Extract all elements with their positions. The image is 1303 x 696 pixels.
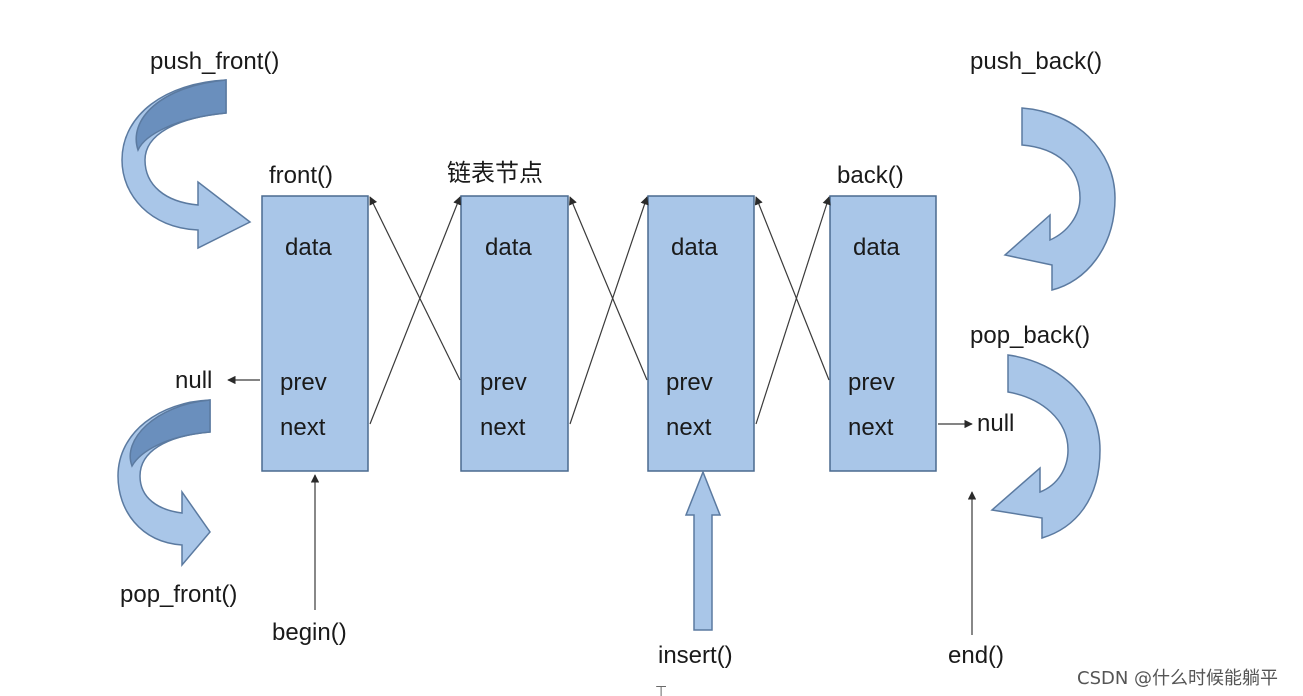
push-front-curved-arrow bbox=[121, 79, 252, 250]
link-next-1-2 bbox=[369, 196, 462, 425]
end-label: end() bbox=[948, 642, 1004, 669]
link-prev-2-1 bbox=[369, 196, 461, 381]
insert-label: insert() bbox=[658, 642, 733, 669]
pop-front-curved-arrow bbox=[117, 399, 211, 568]
watermark: CSDN @什么时候能躺平 bbox=[1077, 668, 1278, 689]
front-label: front() bbox=[269, 162, 333, 189]
link-prev-3-2 bbox=[569, 196, 648, 381]
node-1-next-field: next bbox=[280, 414, 326, 441]
node-4-box bbox=[829, 195, 937, 472]
node-2-box bbox=[460, 195, 569, 472]
link-next-3-4 bbox=[755, 196, 831, 425]
node-1-box bbox=[261, 195, 369, 472]
back-label: back() bbox=[837, 162, 904, 189]
node-1-prev-field: prev bbox=[280, 369, 327, 396]
begin-label: begin() bbox=[272, 619, 347, 646]
node-1: data prev next bbox=[261, 195, 369, 472]
node-2-prev-field: prev bbox=[480, 369, 527, 396]
node-caption-label: 链表节点 bbox=[447, 160, 543, 187]
node-3: data prev next bbox=[647, 195, 755, 472]
node-3-data-field: data bbox=[671, 234, 718, 261]
null-right-label: null bbox=[977, 410, 1014, 437]
pop-back-curved-arrow bbox=[990, 354, 1101, 540]
node-4-prev-field: prev bbox=[848, 369, 895, 396]
insert-arrow bbox=[684, 469, 722, 631]
node-2-next-field: next bbox=[480, 414, 526, 441]
node-3-prev-field: prev bbox=[666, 369, 713, 396]
node-4-next-field: next bbox=[848, 414, 894, 441]
cursor-mark: ⊤ bbox=[655, 684, 667, 696]
push-back-curved-arrow bbox=[1003, 107, 1116, 291]
node-2-data-field: data bbox=[485, 234, 532, 261]
node-1-data-field: data bbox=[285, 234, 332, 261]
null-left-label: null bbox=[175, 367, 212, 394]
node-4: data prev next bbox=[829, 195, 937, 472]
node-4-data-field: data bbox=[853, 234, 900, 261]
node-3-next-field: next bbox=[666, 414, 712, 441]
link-next-2-3 bbox=[569, 196, 649, 425]
node-3-box bbox=[647, 195, 755, 472]
pop-front-label: pop_front() bbox=[120, 581, 237, 608]
node-2: data prev next bbox=[460, 195, 569, 472]
link-prev-4-3 bbox=[754, 196, 830, 381]
push-front-label: push_front() bbox=[150, 48, 279, 75]
node-links bbox=[369, 196, 831, 425]
pop-back-label: pop_back() bbox=[970, 322, 1090, 349]
push-back-label: push_back() bbox=[970, 48, 1102, 75]
